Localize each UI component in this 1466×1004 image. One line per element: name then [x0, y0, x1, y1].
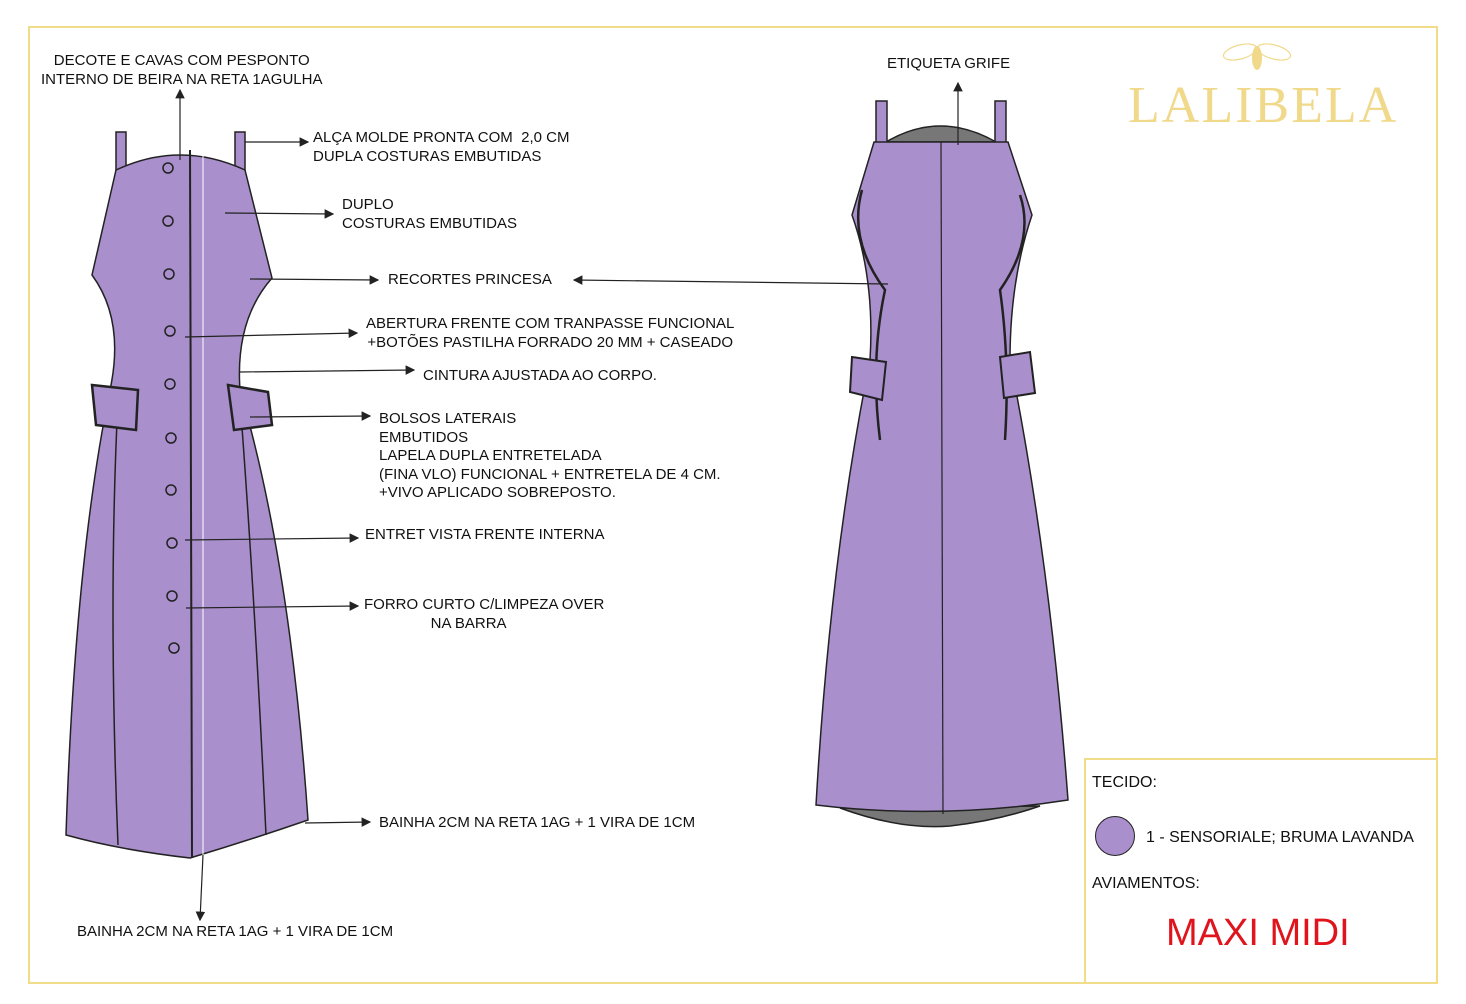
note-bainha-right: BAINHA 2CM NA RETA 1AG + 1 VIRA DE 1CM: [379, 814, 696, 831]
note-etiqueta: ETIQUETA GRIFE: [887, 55, 1011, 72]
brand-logo: LALIBELA: [1128, 77, 1399, 134]
page-frame: [28, 26, 1438, 984]
note-abertura: ABERTURA FRENTE COM TRANPASSE FUNCIONAL …: [366, 315, 735, 351]
note-bolsos: BOLSOS LATERAIS EMBUTIDOS LAPELA DUPLA E…: [379, 410, 721, 501]
note-recortes: RECORTES PRINCESA: [388, 271, 552, 288]
note-forro: FORRO CURTO C/LIMPEZA OVER NA BARRA: [364, 596, 605, 632]
front-pocket-right: [226, 383, 274, 432]
front-buttons: [162, 162, 180, 654]
fabric-swatch: [1095, 816, 1135, 856]
tecido-label: TECIDO:: [1092, 774, 1157, 791]
model-name: MAXI MIDI: [1166, 912, 1350, 954]
note-alca: ALÇA MOLDE PRONTA COM 2,0 CM DUPLA COSTU…: [313, 129, 570, 165]
aviamentos-label: AVIAMENTOS:: [1092, 875, 1200, 892]
note-bainha-bottom: BAINHA 2CM NA RETA 1AG + 1 VIRA DE 1CM: [77, 923, 394, 940]
note-entret: ENTRET VISTA FRENTE INTERNA: [365, 526, 605, 543]
note-cintura: CINTURA AJUSTADA AO CORPO.: [423, 367, 657, 384]
note-duplo: DUPLO COSTURAS EMBUTIDAS: [342, 196, 518, 232]
front-body: [65, 154, 309, 859]
info-box: [1084, 758, 1438, 984]
fabric-item: 1 - SENSORIALE; BRUMA LAVANDA: [1146, 829, 1414, 846]
note-decote: DECOTE E CAVAS COM PESPONTO INTERNO DE B…: [41, 52, 323, 88]
callout-arrows: [175, 81, 963, 922]
front-dress: [65, 131, 309, 859]
front-pocket-left: [90, 383, 140, 432]
back-dress: [815, 100, 1069, 828]
